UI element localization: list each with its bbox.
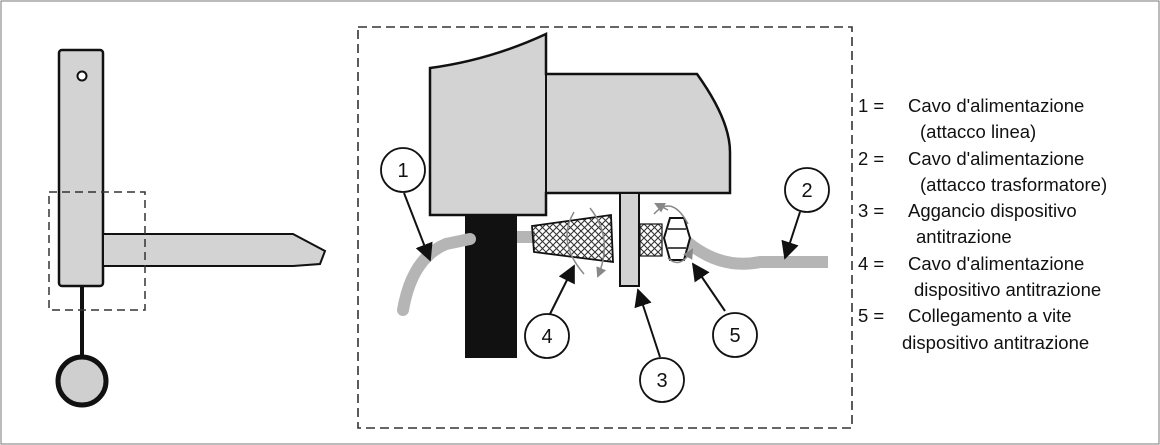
callout-4-label: 4: [541, 326, 552, 348]
legend-item-3: 3 = Aggancio dispositivo antitrazione: [858, 198, 1158, 251]
overview-arm: [102, 233, 327, 267]
overview-detail-box: [48, 191, 146, 311]
legend-text-line1: Cavo d'alimentazione: [908, 147, 1085, 169]
legend-text-line2: (attacco linea): [920, 121, 1037, 143]
callout-3: 3: [639, 357, 685, 403]
legend: 1 = Cavo d'alimentazione (attacco linea)…: [858, 93, 1158, 356]
legend-text-line1: Aggancio dispositivo: [908, 200, 1077, 222]
leader-line-1: [403, 192, 433, 262]
overview-pendulum-weight: [55, 354, 109, 408]
leader-line-4: [547, 264, 575, 319]
screw-nut: [662, 217, 692, 261]
legend-item-5: 5 = Collegamento a vite dispositivo anti…: [858, 303, 1158, 356]
rotation-arc: [589, 207, 607, 278]
callout-5-label: 5: [729, 325, 740, 347]
rotation-arc: [667, 248, 694, 264]
legend-text-line1: Cavo d'alimentazione: [908, 252, 1085, 274]
legend-text-line2: antitrazione: [916, 226, 1012, 248]
cable-transformer: [682, 236, 828, 270]
legend-number: 1 =: [858, 95, 885, 116]
callout-5: 5: [712, 312, 758, 358]
legend-number: 3 =: [858, 200, 885, 222]
legend-number: 2 =: [858, 147, 885, 169]
bracket-insert: [639, 223, 663, 257]
strain-relief-sleeve: [531, 213, 614, 264]
callout-1-label: 1: [397, 160, 408, 182]
rotation-arrow: [654, 203, 669, 213]
legend-text-line2: dispositivo antitrazione: [902, 331, 1090, 353]
legend-item-2: 2 = Cavo d'alimentazione (attacco trasfo…: [858, 146, 1158, 199]
cable-line: [397, 233, 476, 316]
legend-text-line2: dispositivo antitrazione: [914, 279, 1102, 301]
legend-text-line1: Collegamento a vite: [908, 305, 1072, 327]
detail-housing: [428, 32, 732, 217]
legend-number: 4 =: [858, 252, 885, 274]
callout-4: 4: [524, 313, 570, 359]
overview-mount-hole: [76, 70, 88, 82]
strain-relief-bracket: [619, 192, 640, 287]
leader-line-5: [691, 262, 726, 312]
legend-text-line1: Cavo d'alimentazione: [908, 95, 1085, 116]
callout-1: 1: [380, 147, 426, 193]
legend-text-line2: (attacco trasformatore): [920, 173, 1108, 195]
callout-2: 2: [784, 167, 830, 213]
detail-frame: [357, 26, 853, 429]
overview-housing: [57, 48, 105, 288]
legend-item-1: 1 = Cavo d'alimentazione (attacco linea): [858, 93, 1158, 146]
leader-line-2: [781, 211, 801, 260]
legend-number: 5 =: [858, 305, 885, 327]
leader-line-3: [634, 288, 661, 358]
rotation-arc: [566, 211, 585, 275]
callout-2-label: 2: [801, 180, 812, 202]
legend-item-4: 4 = Cavo d'alimentazione dispositivo ant…: [858, 251, 1158, 304]
callout-3-label: 3: [656, 370, 667, 392]
